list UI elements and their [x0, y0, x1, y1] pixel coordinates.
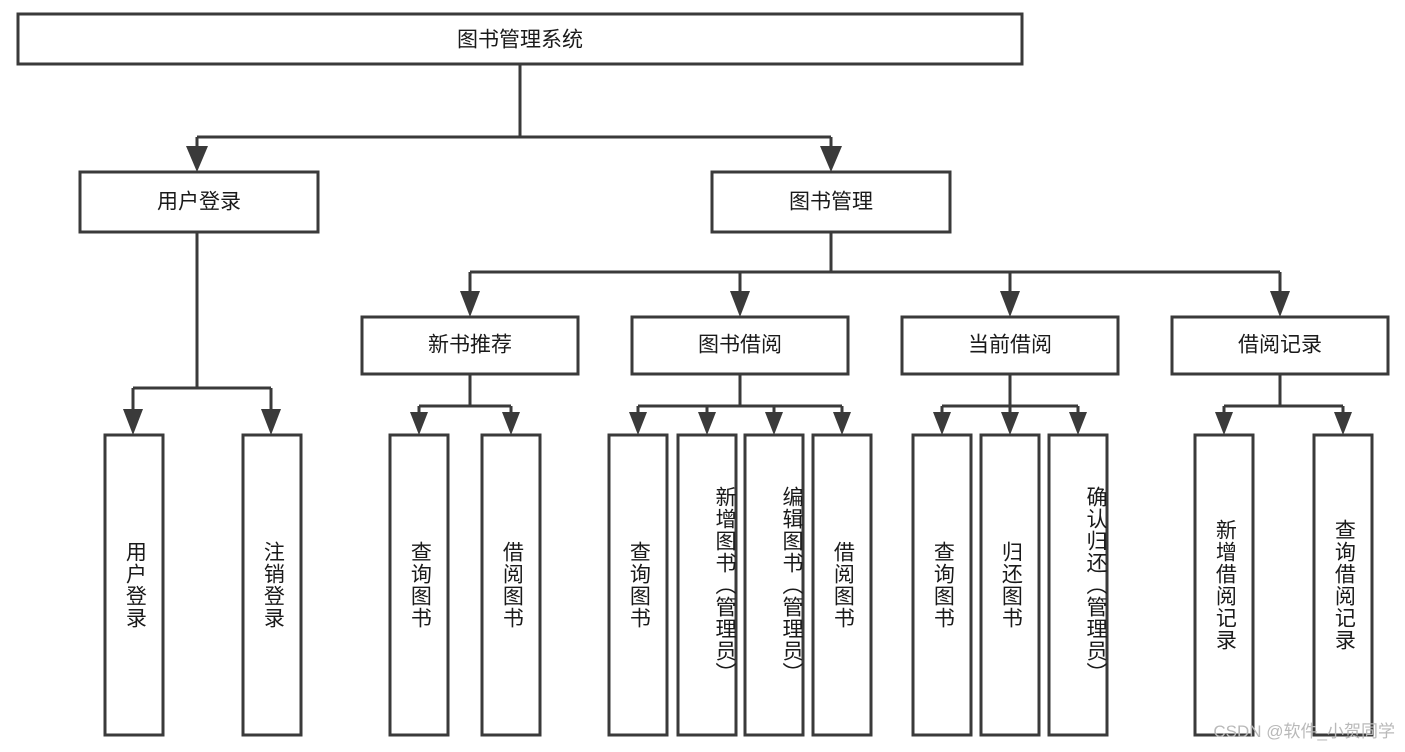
- arrow-to-borrow-record: [1270, 291, 1290, 317]
- node-user-login-label: 用户登录: [157, 191, 241, 214]
- arrow-to-leaf-user-login: [123, 409, 143, 435]
- arrow-to-book-borrow: [730, 291, 750, 317]
- edge-borrow-bus: [636, 374, 844, 425]
- arrow-to-leaf-bb-4: [833, 412, 851, 435]
- arrow-to-leaf-nb-2: [502, 412, 520, 435]
- leaf-box-cb-confirm-return[interactable]: [1047, 433, 1109, 737]
- edge-userlogin-bus: [131, 232, 273, 425]
- arrow-to-new-book: [460, 291, 480, 317]
- edge-root-bus: [195, 64, 833, 162]
- edge-record-bus: [1222, 374, 1345, 425]
- leaf-box-logout[interactable]: [241, 433, 303, 737]
- leaf-box-user-login[interactable]: [103, 433, 165, 737]
- node-new-book-recommend-box[interactable]: [360, 315, 580, 376]
- edge-newbook-bus: [417, 374, 513, 425]
- node-root-box[interactable]: [16, 12, 1024, 66]
- leaf-box-bb-borrow-book[interactable]: [811, 433, 873, 737]
- leaf-box-nb-query-book[interactable]: [388, 433, 450, 737]
- leaf-boxes-layer: [103, 433, 1374, 737]
- arrowheads-layer: [123, 146, 1352, 435]
- node-new-book-recommend[interactable]: 新书推荐: [360, 315, 580, 376]
- node-borrow-record[interactable]: 借阅记录: [1170, 315, 1390, 376]
- arrow-to-leaf-bb-1: [629, 412, 647, 435]
- node-user-login[interactable]: 用户登录: [78, 170, 320, 234]
- node-book-management-box[interactable]: [710, 170, 952, 234]
- node-current-borrow-box[interactable]: [900, 315, 1120, 376]
- node-new-book-recommend-label: 新书推荐: [428, 334, 512, 357]
- leaf-box-cb-query-book[interactable]: [911, 433, 973, 737]
- edge-bookmgmt-bus: [468, 232, 1282, 307]
- node-borrow-record-label: 借阅记录: [1238, 334, 1322, 357]
- node-root[interactable]: 图书管理系统: [16, 12, 1024, 66]
- leaf-box-bb-add-book[interactable]: [676, 433, 738, 737]
- arrow-to-leaf-bb-2: [698, 412, 716, 435]
- leaf-box-nb-borrow-book[interactable]: [480, 433, 542, 737]
- arrow-to-leaf-cb-2: [1001, 412, 1019, 435]
- leaf-box-cb-return-book[interactable]: [979, 433, 1041, 737]
- csdn-watermark: CSDN @软件_小贺同学: [1213, 722, 1395, 741]
- arrow-to-leaf-bb-3: [765, 412, 783, 435]
- edges-layer: [131, 64, 1345, 425]
- arrow-to-leaf-logout: [261, 409, 281, 435]
- node-book-borrow[interactable]: 图书借阅: [630, 315, 850, 376]
- arrow-to-current-borrow: [1000, 291, 1020, 317]
- node-current-borrow[interactable]: 当前借阅: [900, 315, 1120, 376]
- leaf-box-bb-edit-book[interactable]: [743, 433, 805, 737]
- leaf-box-br-add-record[interactable]: [1193, 433, 1255, 737]
- arrow-to-leaf-br-1: [1215, 412, 1233, 435]
- arrow-to-user-login: [186, 146, 208, 172]
- arrow-to-leaf-br-2: [1334, 412, 1352, 435]
- node-root-label: 图书管理系统: [457, 29, 583, 52]
- node-book-borrow-label: 图书借阅: [698, 334, 782, 357]
- leaf-box-br-query-record[interactable]: [1312, 433, 1374, 737]
- arrow-to-book-mgmt: [820, 146, 842, 172]
- node-borrow-record-box[interactable]: [1170, 315, 1390, 376]
- node-book-management[interactable]: 图书管理: [710, 170, 952, 234]
- node-book-management-label: 图书管理: [789, 191, 873, 214]
- arrow-to-leaf-cb-3: [1069, 412, 1087, 435]
- leaf-box-bb-query-book[interactable]: [607, 433, 669, 737]
- node-book-borrow-box[interactable]: [630, 315, 850, 376]
- arrow-to-leaf-cb-1: [933, 412, 951, 435]
- node-current-borrow-label: 当前借阅: [968, 334, 1052, 357]
- node-user-login-box[interactable]: [78, 170, 320, 234]
- arrow-to-leaf-nb-1: [410, 412, 428, 435]
